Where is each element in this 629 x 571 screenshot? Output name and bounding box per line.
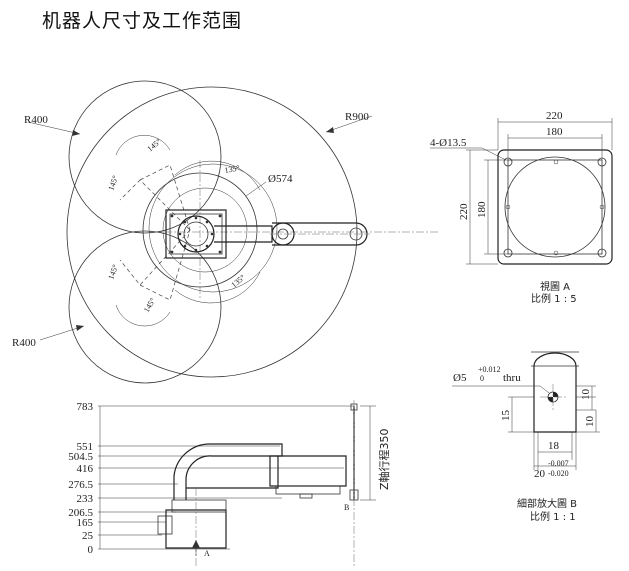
height-label-165: 165: [77, 517, 94, 529]
dim-18: 18: [548, 440, 560, 452]
robot-arm-2: [272, 222, 368, 246]
dashed-arm-line-lower: [119, 229, 191, 286]
envelope-lower-circle: [68, 230, 222, 384]
angle-arc-right-upper: [174, 160, 261, 191]
dim-dia5-tol-upper: +0.012: [478, 365, 501, 374]
dim-10-a: 10: [580, 389, 592, 401]
inner-circle-small: [162, 187, 248, 273]
flange-inner-square: [507, 159, 603, 255]
dim-15: 15: [500, 410, 512, 422]
label-angle-145-a: 145°: [146, 137, 163, 154]
joint-bolts: [170, 214, 222, 254]
robot-base-outline: [165, 209, 227, 259]
dim-holes: 4-Ø13.5: [430, 137, 467, 149]
height-label-276-5: 276.5: [68, 479, 93, 491]
arrow-r900: [326, 127, 334, 133]
label-angle-135-b: 135°: [230, 273, 247, 290]
label-a: A: [204, 549, 210, 558]
envelope-upper-circle: [68, 80, 222, 234]
dim-height-220: 220: [458, 203, 470, 220]
dim-10-b: 10: [584, 416, 596, 428]
dim-thru: thru: [503, 372, 521, 384]
side-column: [173, 443, 283, 500]
angle-arc-upper: [115, 135, 171, 156]
dim-height-180: 180: [476, 201, 488, 218]
label-angle-135-a: 135°: [224, 163, 241, 175]
view-a: 220 180 220 180 4-Ø13.5 視圖 A 比例 1 : 5: [430, 110, 613, 305]
side-base: [165, 509, 227, 549]
flange-bore-circle: [504, 156, 606, 258]
inner-circle-mid: [148, 163, 278, 293]
leader-r400-upper: [27, 121, 81, 135]
height-label-0: 0: [88, 544, 94, 556]
view-a-caption: 視圖 A: [540, 280, 570, 293]
arrow-a-icon: [192, 540, 200, 548]
label-r900: R900: [345, 111, 369, 123]
angle-arc-right-lower: [174, 271, 261, 304]
dim-dia5: Ø5: [453, 372, 467, 384]
arrow-r400-lower: [76, 325, 84, 331]
side-arm-1: [186, 456, 279, 489]
label-r400-upper: R400: [24, 114, 48, 126]
dim-z-stroke: Z軸行程350: [377, 428, 391, 490]
label-angle-145-d: 145°: [142, 296, 157, 314]
leader-dia574: [245, 181, 267, 197]
robot-base-inner: [169, 213, 223, 255]
detail-b-scale: 比例 1 : 1: [530, 510, 576, 523]
view-a-scale: 比例 1 : 5: [531, 292, 577, 305]
height-label-504-5: 504.5: [68, 451, 93, 463]
height-label-783: 783: [77, 401, 94, 413]
angle-arc-lower: [115, 304, 171, 327]
robot-joint-1-inner: [183, 221, 209, 247]
height-label-25: 25: [82, 530, 94, 542]
dim-20-tol-upper: -0.007: [548, 459, 569, 468]
dashed-arm-line-upper: [119, 179, 191, 231]
label-dia574: Ø574: [268, 173, 293, 185]
height-label-233: 233: [77, 493, 94, 505]
flange-outline: [497, 149, 613, 265]
label-angle-145-c: 145°: [106, 263, 120, 280]
detail-b-caption: 細部放大圖 B: [517, 497, 577, 510]
page-title: 机器人尺寸及工作范围: [42, 10, 243, 32]
dim-width-220: 220: [546, 110, 563, 122]
top-view: R400 R900 R400 Ø574 145° 145° 145° 145° …: [12, 80, 440, 384]
dim-width-180: 180: [546, 126, 563, 138]
label-b: B: [344, 503, 349, 512]
detail-b: Ø5 +0.012 0 thru 15 10 10 18 20 -0.007 -…: [452, 351, 600, 523]
dim-20-tol-lower: -0.020: [548, 469, 569, 478]
label-r400-lower: R400: [12, 337, 36, 349]
robot-joint-1: [177, 215, 215, 253]
dashed-arm-line-upper-2: [139, 164, 191, 231]
height-label-551: 551: [77, 441, 94, 453]
robot-arm-1: [214, 225, 273, 243]
label-angle-145-b: 145°: [106, 174, 120, 191]
arrow-r400-upper: [72, 130, 80, 136]
dim-20: 20: [534, 468, 546, 480]
height-label-416: 416: [77, 463, 94, 475]
dim-dia5-tol-lower: 0: [480, 374, 484, 383]
side-view: Z軸行程350 B A 783 551 504.5 416 276.5 233 …: [68, 400, 391, 566]
height-label-206-5: 206.5: [68, 507, 93, 519]
leader-r900: [325, 115, 373, 133]
side-arm-2: [269, 455, 347, 487]
